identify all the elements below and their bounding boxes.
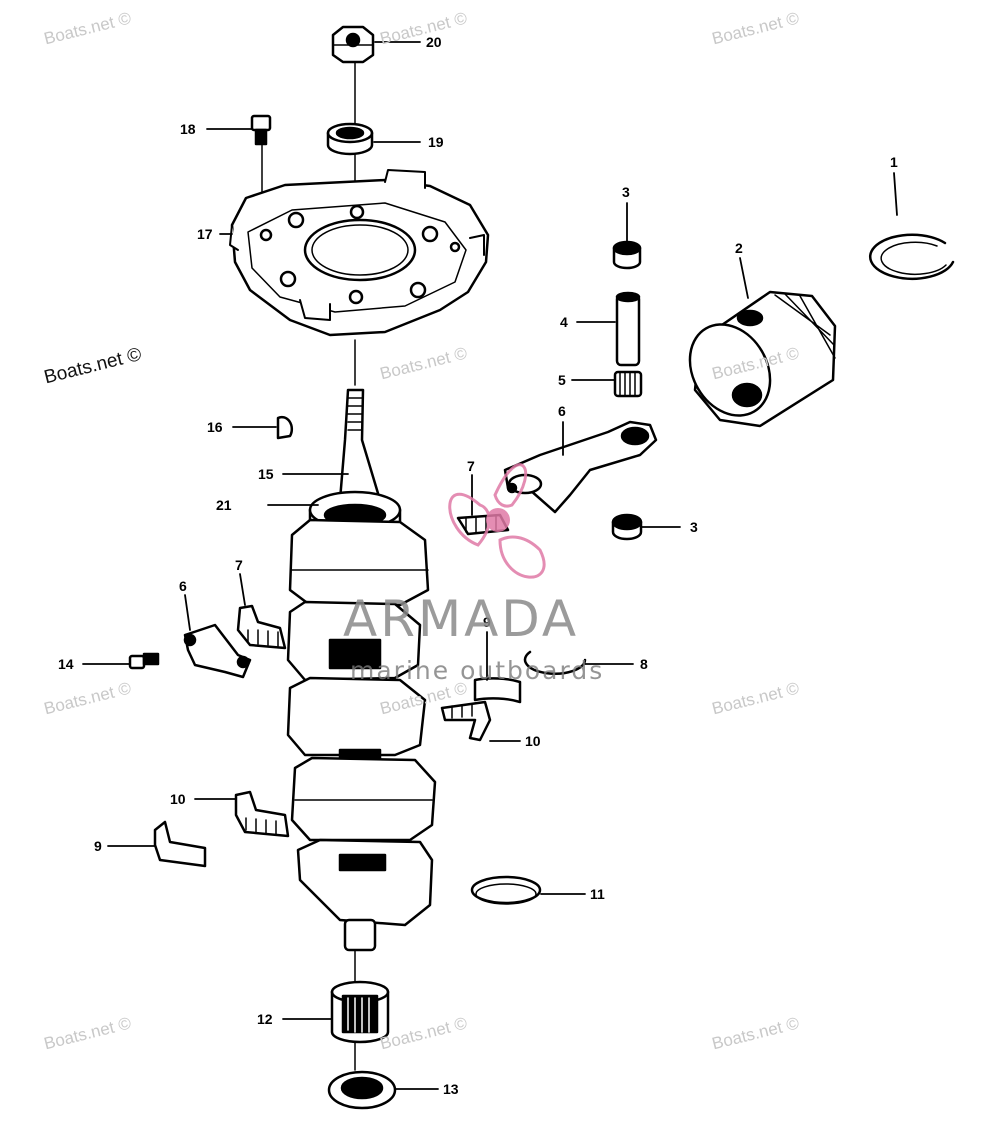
callout-9-right: 9 (483, 614, 491, 630)
part-17-retainer-plate (229, 169, 490, 337)
callout-10-right: 10 (525, 733, 541, 749)
part-13-seal-ring (327, 1070, 397, 1110)
callout-6-cap: 6 (179, 578, 187, 594)
callout-3-lower: 3 (690, 519, 698, 535)
part-10-bearing-b (234, 790, 290, 838)
armada-brand-name: ARMADA (343, 590, 580, 648)
callout-9-left: 9 (94, 838, 102, 854)
part-9-half-ring-a (473, 677, 522, 704)
part-7-bearing-cage-b (236, 604, 287, 650)
part-18-bolt (250, 114, 272, 146)
part-19-bearing (326, 122, 374, 156)
part-3-bearing-lower (611, 513, 643, 541)
callout-7-upper: 7 (467, 458, 475, 474)
callout-1: 1 (890, 154, 898, 170)
part-10-bearing-a (440, 700, 492, 742)
callout-15: 15 (258, 466, 274, 482)
callout-7-lower: 7 (235, 557, 243, 573)
part-16-key (276, 415, 294, 440)
callout-5: 5 (558, 372, 566, 388)
callout-16: 16 (207, 419, 223, 435)
callout-18: 18 (180, 121, 196, 137)
callout-11: 11 (590, 886, 605, 902)
part-3-bearing-upper (612, 240, 642, 270)
part-15-crankshaft (286, 388, 437, 952)
callout-17: 17 (197, 226, 213, 242)
callout-2: 2 (735, 240, 743, 256)
armada-brand-tagline: marine outboards (350, 656, 605, 685)
part-1-piston-ring (868, 233, 955, 280)
part-4-piston-pin (615, 291, 641, 367)
callout-20: 20 (426, 34, 442, 50)
callout-8: 8 (640, 656, 648, 672)
part-14-bolt (128, 652, 160, 670)
part-6-rod-cap (183, 623, 252, 679)
callout-14: 14 (58, 656, 74, 672)
part-9-half-ring-b (153, 820, 207, 868)
callout-10-left: 10 (170, 791, 186, 807)
callout-19: 19 (428, 134, 444, 150)
part-2-piston (688, 290, 837, 428)
callout-12: 12 (257, 1011, 273, 1027)
leader-lines (82, 41, 898, 1090)
part-6-connecting-rod (503, 420, 658, 514)
callout-6-rod: 6 (558, 403, 566, 419)
part-8-ring (523, 650, 587, 675)
part-11-ring (470, 875, 542, 905)
armada-propeller-logo (448, 463, 546, 579)
part-12-roller-bearing (330, 980, 390, 1044)
callout-21: 21 (216, 497, 232, 513)
callout-13: 13 (443, 1081, 459, 1097)
callout-4: 4 (560, 314, 568, 330)
callout-3-upper: 3 (622, 184, 630, 200)
part-20-nut (331, 25, 375, 64)
part-5-needle-bearing (613, 370, 643, 398)
